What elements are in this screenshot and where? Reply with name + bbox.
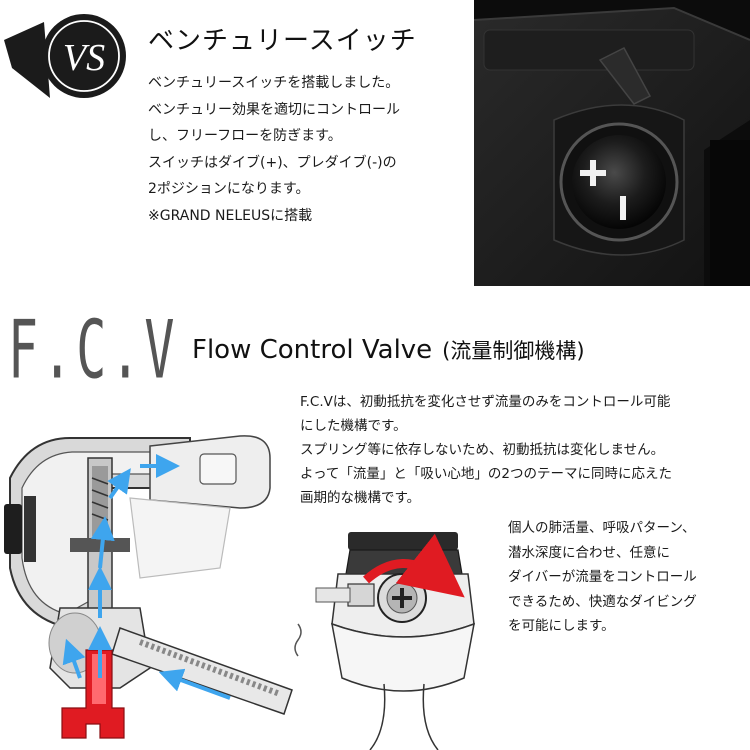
fcv-line: ダイバーが流量をコントロール — [508, 569, 697, 585]
vs-description: ベンチュリースイッチを搭載しました。 ベンチュリー効果を適切にコントロール し、… — [148, 70, 448, 229]
vs-badge-text: VS — [63, 37, 105, 79]
fcv-line: よって「流量」と「吸い心地」の2つのテーマに同時に応えた — [300, 466, 673, 482]
fcv-line: スプリング等に依存しないため、初動抵抗は変化しません。 — [300, 442, 665, 458]
fcv-cutaway-diagram — [4, 435, 293, 739]
fcv-title-main: Flow Control Valve — [192, 335, 433, 365]
fcv-line: F.C.Vは、初動抵抗を変化させず流量のみをコントロール可能 — [300, 394, 671, 410]
vs-title: ベンチュリースイッチ — [148, 26, 417, 56]
fcv-description: F.C.Vは、初動抵抗を変化させず流量のみをコントロール可能 にした機構です。 … — [300, 390, 745, 510]
vs-line: ※GRAND NELEUSに搭載 — [148, 207, 313, 224]
vs-line: ベンチュリースイッチを搭載しました。 — [148, 75, 400, 91]
fcv-line: 個人の肺活量、呼吸パターン、 — [508, 520, 696, 536]
fcv-line: を可能にします。 — [508, 618, 615, 634]
fcv-line: 潜水深度に合わせ、任意に — [508, 544, 670, 561]
fcv-logo: F.C.V — [8, 304, 179, 397]
fcv-line: にした機構です。 — [300, 418, 407, 434]
minus-mark — [620, 196, 626, 220]
fcv-description-2: 個人の肺活量、呼吸パターン、 潜水深度に合わせ、任意に ダイバーが流量をコントロ… — [508, 516, 748, 639]
fcv-title-sub: (流量制御機構) — [442, 339, 585, 363]
vs-line: 2ポジションになります。 — [148, 181, 310, 197]
fcv-line: できるため、快適なダイビング — [508, 593, 697, 610]
fcv-title: Flow Control Valve (流量制御機構) — [192, 335, 585, 365]
vs-badge-logo: VS — [4, 14, 126, 98]
vs-line: し、フリーフローを防ぎます。 — [148, 128, 342, 144]
vs-line: ベンチュリー効果を適切にコントロール — [148, 101, 400, 118]
vs-line: スイッチはダイブ(+)、プレダイブ(-)の — [148, 154, 397, 171]
venturi-switch-photo — [474, 0, 750, 286]
regulator-knob-diagram — [294, 532, 475, 750]
fcv-line: 画期的な機構です。 — [300, 490, 421, 506]
